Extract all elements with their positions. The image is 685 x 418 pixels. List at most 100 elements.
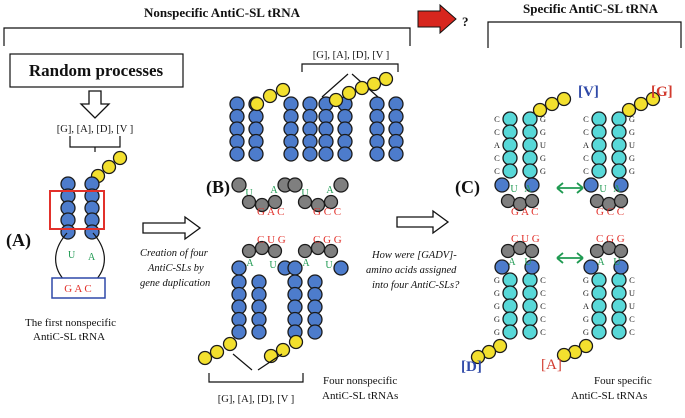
node xyxy=(323,243,339,259)
node xyxy=(613,259,629,275)
stem-c-bl-left-base: G xyxy=(494,327,500,337)
node xyxy=(263,348,279,364)
header-specific: Specific AntiC-SL tRNA xyxy=(523,1,659,16)
node xyxy=(297,194,313,210)
node xyxy=(591,285,607,301)
stem-c-bl-left-base: G xyxy=(494,288,500,298)
question-mark: ? xyxy=(462,14,469,29)
arrow-bc-text-3: into four AntiC-SLs? xyxy=(372,280,460,291)
highlight-box xyxy=(49,190,105,230)
node xyxy=(287,260,303,276)
stem-c-br-right-base: C xyxy=(629,314,635,324)
node xyxy=(589,243,605,259)
node xyxy=(500,243,516,259)
node xyxy=(591,111,607,127)
node xyxy=(287,177,303,193)
node xyxy=(333,260,349,276)
stem-c-br-left-base: G xyxy=(583,288,589,298)
stem-c-tr-right-base: G xyxy=(629,166,635,176)
node xyxy=(544,96,560,112)
stem-c-tr-left-base: C xyxy=(583,166,589,176)
stem-c-tr-left-base: C xyxy=(583,127,589,137)
bracket-specific xyxy=(487,21,682,48)
loop-a-letter: A xyxy=(246,258,254,269)
bracket-nonspecific xyxy=(3,27,411,46)
loop-u: U xyxy=(301,188,309,199)
caption-c-1: Four specific xyxy=(594,375,652,387)
node xyxy=(492,338,508,354)
stem-c-tl-left-base: C xyxy=(494,153,500,163)
bracket-b-bottom xyxy=(208,373,304,383)
node xyxy=(621,102,637,118)
node xyxy=(369,146,385,162)
stem-c-br-left-base: G xyxy=(583,327,589,337)
loop-a-letter: A xyxy=(508,257,516,268)
node xyxy=(502,272,518,288)
loop-a-letter: A xyxy=(302,258,310,269)
anticodon-box-a xyxy=(51,277,106,299)
node xyxy=(613,193,629,209)
node xyxy=(307,324,323,340)
stem-c-bl-left-base: G xyxy=(494,301,500,311)
node xyxy=(524,243,540,259)
stem-c-tr-right-base: G xyxy=(629,153,635,163)
amino-label-g: [G] xyxy=(651,84,673,100)
panel-label-c: (C) xyxy=(455,177,480,198)
stem-c-br-right-base: U xyxy=(629,301,635,311)
amino-label-a: [A] xyxy=(541,357,562,373)
stem-c-tl-right-base: G xyxy=(540,127,546,137)
stem-c-tl-left-base: C xyxy=(494,127,500,137)
node xyxy=(522,163,538,179)
node xyxy=(341,85,357,101)
anticodon-b-tr: G C C xyxy=(313,206,341,218)
anticodon-b-tl: G A C xyxy=(257,206,285,218)
loop-u: U xyxy=(613,257,621,268)
stem-c-tl-right-base: G xyxy=(540,114,546,124)
node xyxy=(522,324,538,340)
caption-b-2: AntiC-SL tRNAs xyxy=(322,390,398,402)
amino-label-v: [V] xyxy=(578,84,599,100)
node xyxy=(337,146,353,162)
loop-a-letter: A xyxy=(270,185,278,196)
node xyxy=(231,324,247,340)
bracket-a-text: [G], [A], [D], [V ] xyxy=(57,124,134,135)
anticodon-b-br: C G G xyxy=(313,234,342,246)
node xyxy=(522,150,538,166)
node xyxy=(611,124,627,140)
node xyxy=(254,240,270,256)
node xyxy=(297,243,313,259)
hollow-arrow-icon xyxy=(142,215,202,241)
hollow-arrow-icon xyxy=(79,90,111,119)
node xyxy=(310,240,326,256)
caption-a-2: AntiC-SL tRNA xyxy=(33,331,105,343)
node xyxy=(310,197,326,213)
node xyxy=(522,285,538,301)
loop-a-letter: A xyxy=(613,184,621,195)
node xyxy=(231,260,247,276)
bracket-b-arrow-br xyxy=(257,353,283,371)
double-arrow-icon xyxy=(556,182,584,194)
loop-u: U xyxy=(68,250,76,261)
loop-u: U xyxy=(510,184,518,195)
node xyxy=(323,194,339,210)
caption-a-1: The first nonspecific xyxy=(25,317,116,329)
arrow-ab-text-3: gene duplication xyxy=(140,278,210,289)
stem-c-br-right-base: C xyxy=(629,275,635,285)
node xyxy=(591,137,607,153)
arrow-bc-text-1: How were [GADV]- xyxy=(371,250,457,261)
loop-u: U xyxy=(245,188,253,199)
arrow-bc-text-2: amino acids assigned xyxy=(366,265,457,276)
node xyxy=(556,91,572,107)
node xyxy=(522,124,538,140)
arrow-ab-text-1: Creation of four xyxy=(140,248,209,259)
stem-c-bl-right-base: C xyxy=(540,275,546,285)
loop-a-letter: A xyxy=(326,185,334,196)
double-arrow-icon xyxy=(556,252,584,264)
stem-c-bl-right-base: C xyxy=(540,314,546,324)
node xyxy=(288,334,304,350)
node xyxy=(354,80,370,96)
header-nonspecific: Nonspecific AntiC-SL tRNA xyxy=(144,5,301,20)
